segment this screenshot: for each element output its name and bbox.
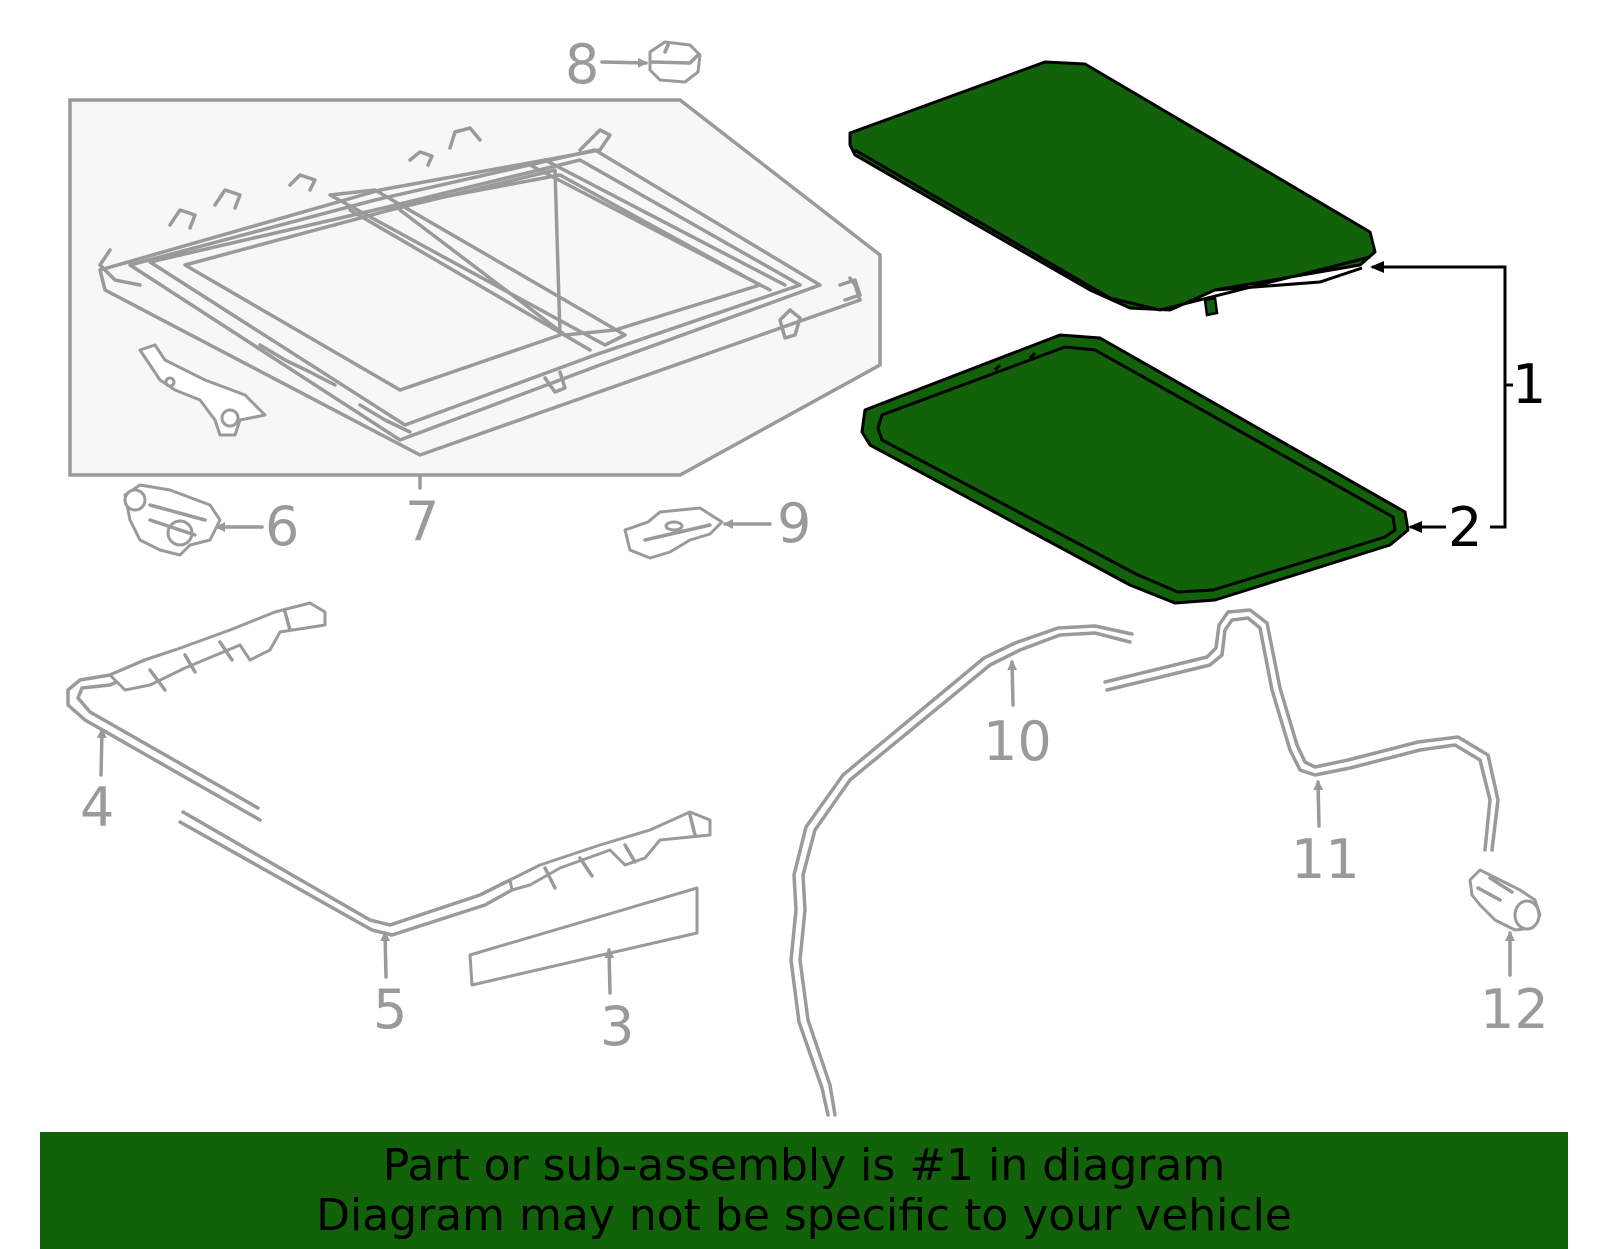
leader-8 — [600, 57, 648, 68]
leader-11 — [1313, 780, 1324, 828]
part-6-drive-motor — [123, 483, 222, 557]
frame-callout-box — [68, 98, 882, 477]
callout-4: 4 — [80, 776, 114, 839]
part-1-sunroof-glass — [848, 60, 1377, 317]
callout-7: 7 — [405, 490, 439, 553]
part-12-clip — [1468, 868, 1542, 932]
callout-6: 6 — [265, 495, 299, 558]
part-4-rail — [66, 601, 327, 822]
part-5-rail — [178, 810, 712, 937]
part-11-drain-hose — [1103, 608, 1500, 852]
callout-1: 1 — [1512, 353, 1546, 416]
callout-5: 5 — [373, 978, 407, 1041]
sunroof-frame-assembly — [68, 98, 882, 477]
callout-bracket-1-2 — [1370, 261, 1513, 533]
callout-3: 3 — [600, 995, 634, 1058]
callout-12: 12 — [1480, 978, 1549, 1041]
callout-9: 9 — [777, 492, 811, 555]
part-2-sunroof-seal — [860, 333, 1410, 605]
disclaimer-banner: Part or sub-assembly is #1 in diagram Di… — [40, 1132, 1568, 1249]
part-8-clip — [648, 40, 702, 84]
part-10-drain-hose — [789, 624, 1134, 1117]
leader-3 — [604, 948, 615, 995]
banner-line-2: Diagram may not be specific to your vehi… — [316, 1189, 1292, 1241]
leader-4 — [96, 728, 107, 777]
part-3-strip — [468, 886, 699, 987]
callout-2: 2 — [1448, 496, 1482, 559]
callout-8: 8 — [565, 33, 599, 96]
part-9-bracket — [623, 506, 724, 560]
leader-5 — [380, 931, 391, 979]
callout-11: 11 — [1291, 828, 1360, 891]
banner-line-1: Part or sub-assembly is #1 in diagram — [382, 1139, 1226, 1191]
callout-10: 10 — [983, 710, 1052, 773]
leader-10 — [1007, 660, 1018, 707]
